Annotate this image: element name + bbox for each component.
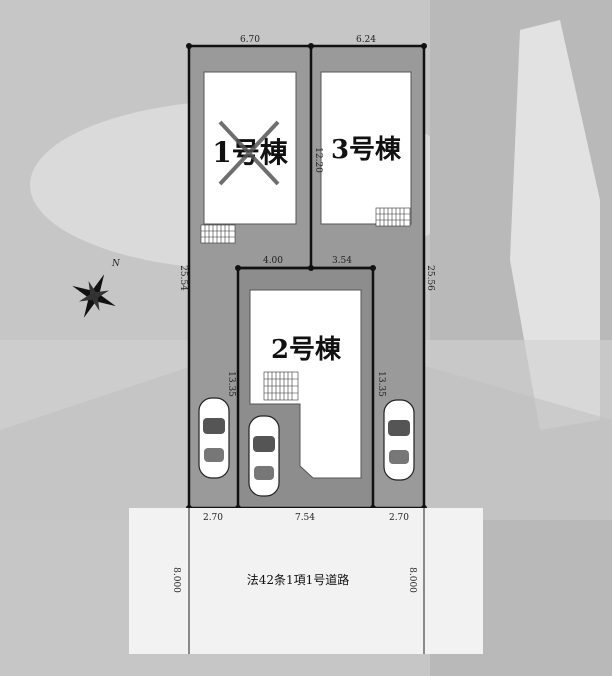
- dim-inner-left: 4.00: [263, 256, 283, 266]
- dim-middle-divider: 12.20: [313, 147, 323, 173]
- building-1: [203, 71, 297, 225]
- building-3-label: 3号棟: [331, 135, 402, 165]
- building-3: [320, 71, 412, 225]
- dim-left-side: 25.54: [178, 265, 188, 291]
- dim-top-left: 6.70: [240, 35, 260, 45]
- dim-road-right: 8.000: [407, 567, 417, 593]
- compass-rose-icon: [72, 274, 116, 318]
- entrance-steps-2: [263, 371, 299, 401]
- car-icon-1: [198, 397, 230, 479]
- dim-right-side: 25.56: [425, 265, 435, 291]
- car-icon-3: [383, 399, 415, 481]
- car-icon-2: [248, 415, 280, 497]
- entrance-steps-3: [375, 207, 411, 227]
- sold-cross-icon: [218, 120, 280, 186]
- dim-bottom-right: 2.70: [389, 513, 409, 523]
- road-label: 法42条1項1号道路: [247, 572, 350, 587]
- compass-north-label: N: [111, 259, 121, 269]
- dim-bottom-left: 2.70: [203, 513, 223, 523]
- dim-inner-right: 3.54: [332, 256, 352, 266]
- dim-drive-right: 13.35: [376, 371, 386, 397]
- dim-bottom-mid: 7.54: [295, 513, 315, 523]
- building-2: [249, 289, 362, 479]
- building-2-label: 2号棟: [271, 335, 342, 365]
- entrance-steps-1: [200, 224, 236, 244]
- dim-top-right: 6.24: [356, 35, 376, 45]
- dim-road-left: 8.000: [171, 567, 181, 593]
- dim-drive-left: 13.35: [226, 371, 236, 397]
